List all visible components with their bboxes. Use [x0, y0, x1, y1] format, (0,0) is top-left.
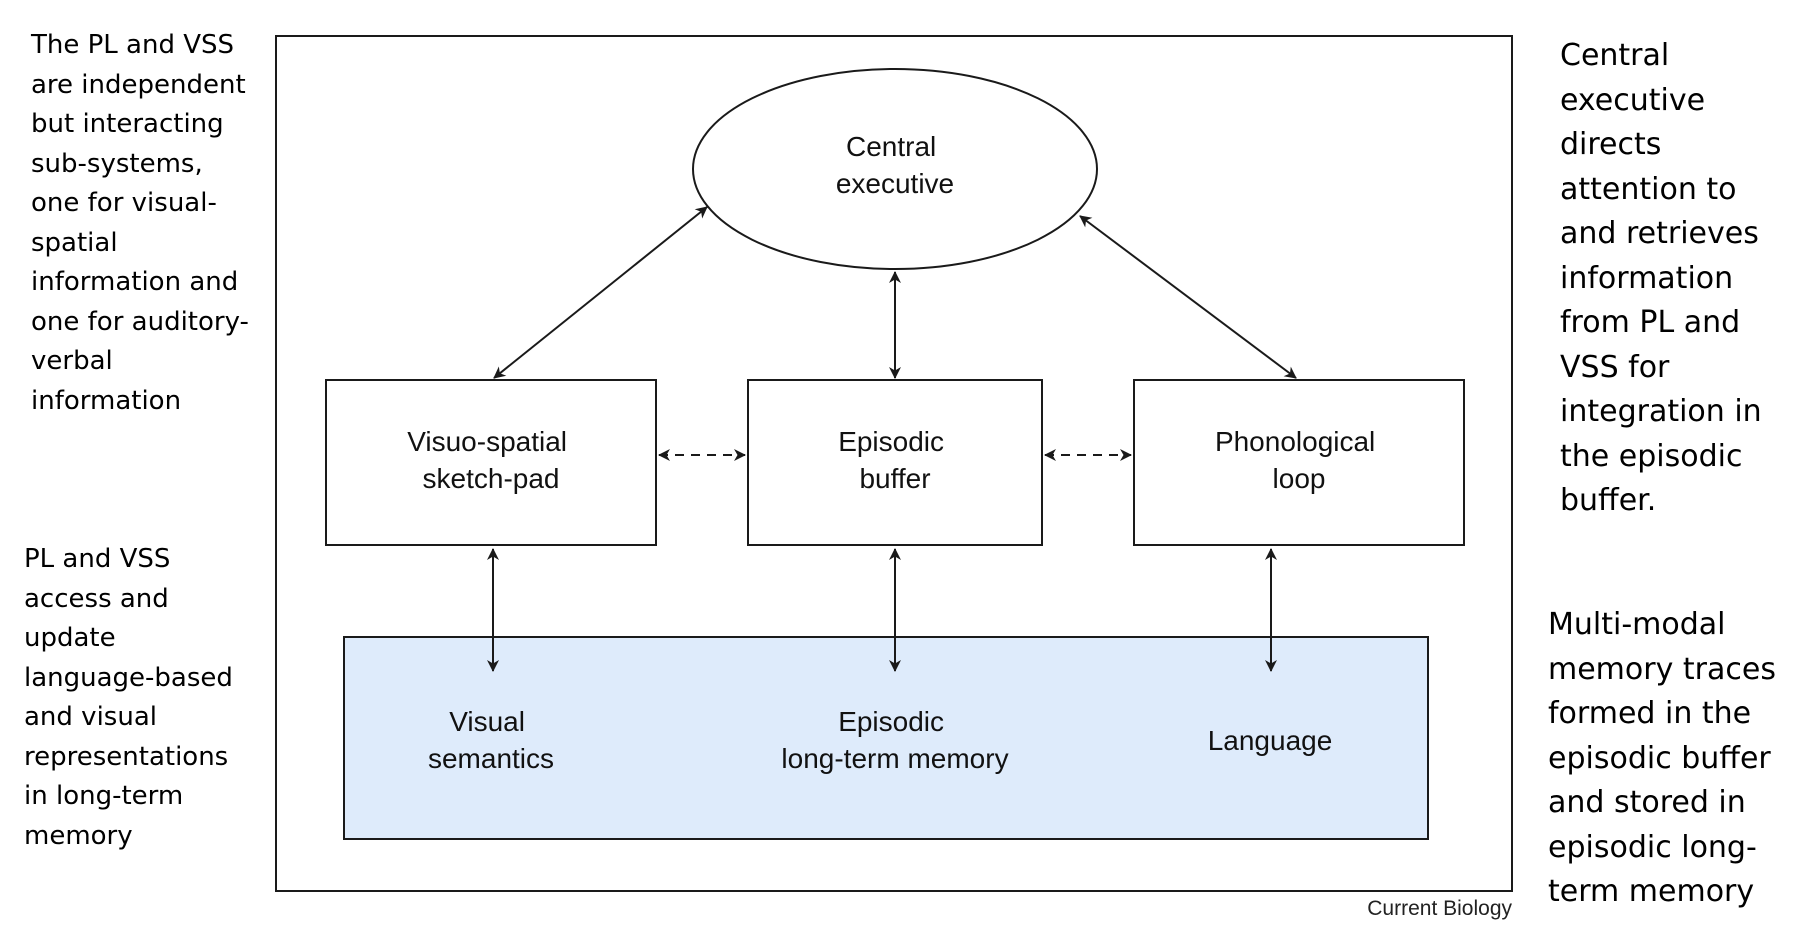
language-label: Language: [1208, 725, 1333, 756]
visuo-spatial-sketchpad-node: [325, 379, 657, 546]
central-executive-label: Central executive: [836, 131, 954, 199]
episodic-buffer-label: Episodic buffer: [838, 426, 952, 494]
arrow-executive-to-loop: [1079, 215, 1297, 379]
central-executive-node: [692, 68, 1098, 270]
episodic-buffer-node: [747, 379, 1043, 546]
visual-semantics-label: Visual semantics: [428, 706, 554, 774]
phonological-loop-node: [1133, 379, 1465, 546]
diagram-frame: [275, 35, 1513, 892]
long-term-memory-band: [343, 636, 1429, 840]
episodic-ltm-label: Episodic long-term memory: [781, 706, 1008, 774]
annotation-top-left: The PL and VSS are independent but inter…: [31, 30, 249, 416]
annotation-bottom-right: Multi-modal memory traces formed in the …: [1548, 607, 1776, 909]
phonological-loop-label: Phonological loop: [1215, 426, 1383, 494]
credit-label: Current Biology: [1367, 897, 1512, 920]
arrow-executive-to-sketchpad: [493, 206, 708, 379]
visuo-spatial-sketchpad-label: Visuo-spatial sketch-pad: [407, 426, 575, 494]
annotation-bottom-left: PL and VSS access and update language-ba…: [24, 544, 233, 851]
annotation-top-right: Central executive directs attention to a…: [1560, 38, 1762, 518]
